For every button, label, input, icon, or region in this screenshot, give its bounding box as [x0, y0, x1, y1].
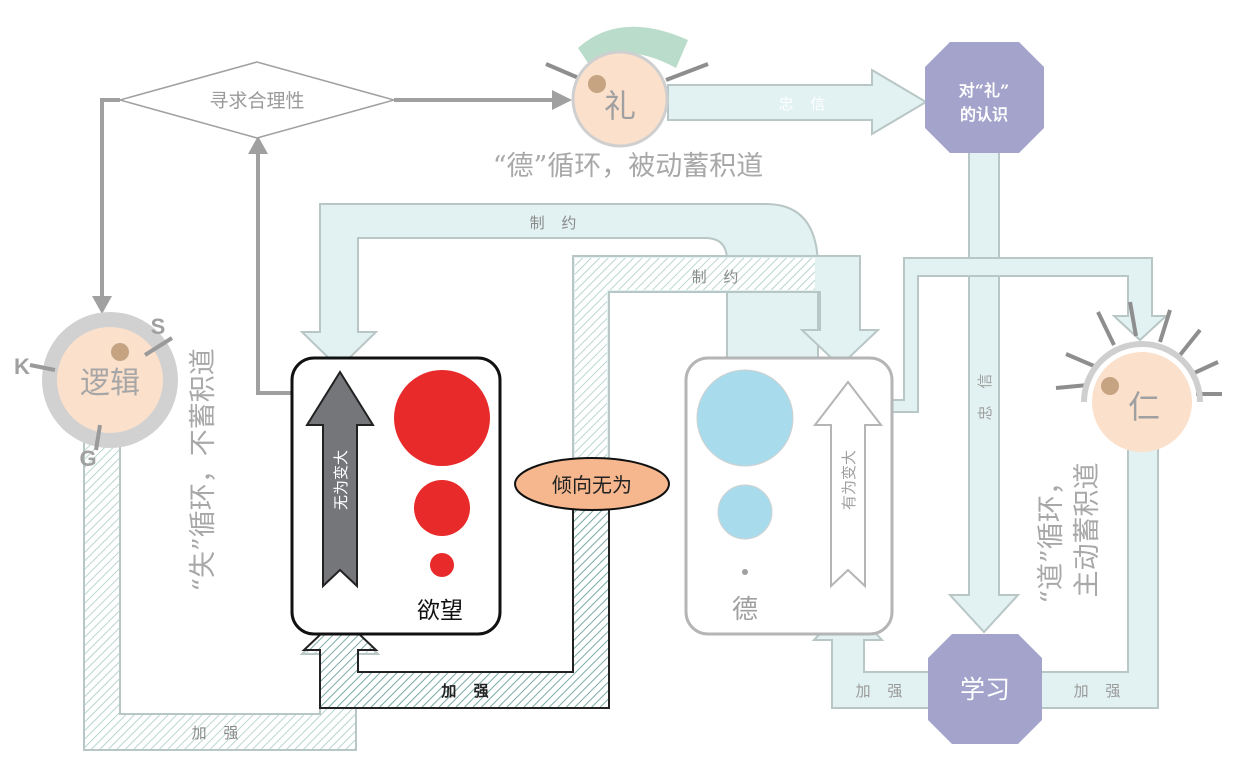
- renshi-text-line1: 对“礼”: [959, 81, 1009, 100]
- marker-g: G: [79, 446, 96, 471]
- ren-text: 仁: [1128, 388, 1160, 426]
- luoji-circle: [57, 327, 163, 433]
- de-circle-small: [742, 569, 748, 575]
- li-dot: [588, 75, 606, 93]
- li-tick-right: [665, 62, 709, 82]
- dao-cycle-caption-line1: “道”循环，: [1036, 468, 1067, 604]
- zhiyue-band-outer: [299, 203, 819, 370]
- renshi-text-line2: 的认识: [960, 105, 1008, 124]
- luoji-tick-g: [94, 424, 102, 451]
- youwei-text: 有为变大: [840, 450, 858, 510]
- zhiyue-hatch-top: [575, 258, 815, 290]
- xunqiu-diamond: [117, 61, 397, 139]
- zhiyue-label-2: 制 约: [692, 268, 745, 286]
- shi-cycle-caption: “失”循环，不蓄积道: [188, 348, 219, 592]
- xuexi-octagon: [928, 634, 1042, 744]
- zhiyue-hatch: [575, 258, 607, 470]
- ren-dot: [1101, 377, 1119, 395]
- qingxiang-text: 倾向无为: [552, 473, 632, 497]
- xuexi-text: 学习: [960, 675, 1010, 704]
- jiaqiang-left-label: 加 强: [192, 724, 245, 742]
- zhiyue-label-1: 制 约: [530, 214, 583, 232]
- de-text: 德: [732, 595, 758, 625]
- zhongxin-vertical-arrow: [947, 151, 1021, 634]
- wuwei-arrow: [305, 370, 375, 589]
- luoji-tick-k: [29, 363, 56, 372]
- youwei-arrow: [812, 380, 884, 589]
- yuwang-circle-medium: [414, 480, 470, 536]
- dao-cycle-caption-line2: 主动蓄积道: [1072, 463, 1103, 598]
- jiaqiang-mid-label: 加 强: [440, 682, 494, 700]
- ren-rays: [1055, 301, 1222, 396]
- jiaqiang-right2-label: 加 强: [1074, 682, 1127, 700]
- xunqiu-left-arrowhead: [92, 296, 112, 314]
- zhongxin-vertical-label: 忠 信: [976, 368, 994, 421]
- wuwei-text: 无为变大: [332, 450, 350, 510]
- luoji-text: 逻辑: [80, 366, 140, 401]
- luoji-dot: [111, 343, 129, 361]
- de-cycle-caption: “德”循环，被动蓄积道: [493, 151, 764, 182]
- de-circle-medium: [717, 484, 773, 540]
- zhongxin-top-label: 忠 信: [779, 95, 832, 113]
- ren-halo: [1081, 341, 1203, 403]
- qingxiang-ellipse: [514, 457, 670, 511]
- yuwang-circle-large: [394, 370, 490, 466]
- yuwang-text: 欲望: [417, 598, 463, 624]
- de-to-ren-band: [859, 257, 1169, 413]
- renshi-octagon: [925, 42, 1044, 153]
- yuwang-to-xunqiu-arrowhead: [248, 136, 268, 154]
- li-text: 礼: [604, 87, 636, 125]
- yuwang-to-xunqiu-line: [256, 150, 300, 395]
- yuwang-circle-small: [430, 553, 454, 577]
- xunqiu-right-arrowhead: [552, 90, 572, 110]
- luoji-tick-s: [143, 336, 174, 357]
- xunqiu-text: 寻求合理性: [209, 90, 304, 112]
- marker-s: S: [151, 314, 166, 339]
- xunqiu-left-line: [100, 98, 120, 300]
- marker-k: K: [14, 354, 30, 379]
- li-arc: [578, 26, 688, 68]
- de-circle-large: [696, 369, 794, 467]
- zhongxin-top-arrow: [667, 68, 928, 136]
- ren-circle: [1092, 352, 1192, 452]
- jiaqiang-right1-label: 加 强: [856, 682, 909, 700]
